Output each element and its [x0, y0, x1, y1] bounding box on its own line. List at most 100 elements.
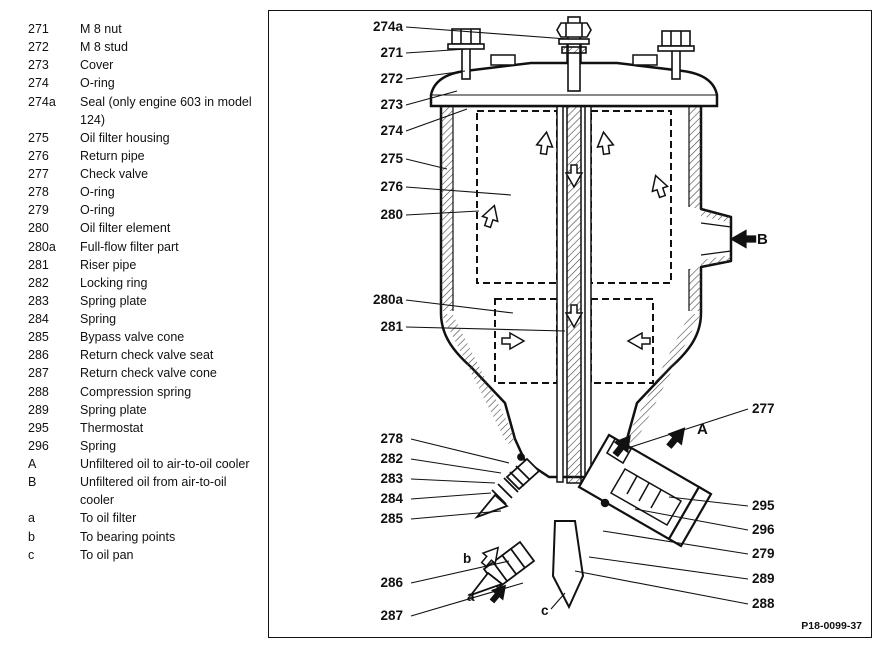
- oil-pan-outlet: [551, 520, 585, 610]
- legend-label: Riser pipe: [80, 257, 137, 272]
- callout-281: 281: [380, 319, 403, 334]
- legend-key: 276: [28, 148, 49, 163]
- callout-275: 275: [380, 151, 403, 166]
- legend-key: 296: [28, 438, 49, 453]
- callout-280a: 280a: [372, 292, 403, 307]
- legend-label: O-ring: [80, 185, 115, 200]
- legend-row: 281 Riser pipe: [28, 256, 262, 274]
- legend-key: 278: [28, 185, 49, 200]
- callout-277: 277: [752, 401, 775, 416]
- legend-row: 271 M 8 nut: [28, 20, 262, 38]
- legend-row: 289 Spring plate: [28, 401, 262, 419]
- legend-key: 280a: [28, 239, 56, 254]
- flow-label-A: A: [697, 421, 708, 438]
- callout-282: 282: [380, 451, 403, 466]
- legend-row: A Unfiltered oil to air-to-oil cooler: [28, 455, 262, 473]
- legend-label: M 8 stud: [80, 40, 128, 55]
- legend-row: 287 Return check valve cone: [28, 364, 262, 382]
- callout-285: 285: [380, 511, 403, 526]
- legend-key: B: [28, 475, 37, 490]
- legend-key: a: [28, 511, 35, 526]
- legend-label: Spring: [80, 438, 117, 453]
- legend-key: 277: [28, 167, 49, 181]
- legend-key: 289: [28, 402, 49, 417]
- legend-label: Compression spring: [80, 384, 192, 399]
- legend-label: Spring plate: [80, 293, 147, 308]
- legend-row: 277 Check valve: [28, 165, 262, 183]
- diagram-panel: 274a 271 272 273 274 275 276 280 280a 28…: [268, 10, 872, 638]
- legend-key: A: [28, 457, 37, 471]
- legend-key: 284: [28, 312, 49, 326]
- legend-row: 284 Spring: [28, 310, 262, 328]
- legend-row: 285 Bypass valve cone: [28, 328, 262, 346]
- callout-296: 296: [752, 522, 775, 537]
- legend-row: a To oil filter: [28, 509, 262, 527]
- legend-row: 288 Compression spring: [28, 383, 262, 401]
- callout-274: 274: [380, 123, 403, 138]
- legend-key: 285: [28, 330, 49, 345]
- legend-row: 274a Seal (only engine 603 in model 124): [28, 93, 262, 129]
- legend-row: 278 O-ring: [28, 183, 262, 201]
- legend-key: 288: [28, 384, 49, 399]
- drawing-number: P18-0099-37: [801, 620, 862, 632]
- legend-row: B Unfiltered oil from air-to-oil cooler: [28, 473, 262, 509]
- callout-288: 288: [752, 596, 775, 611]
- legend-label: O-ring: [80, 76, 115, 91]
- legend-label: Return check valve seat: [80, 348, 214, 363]
- flow-label-B: B: [757, 231, 768, 248]
- return-check-valve-assembly: [468, 540, 536, 597]
- legend-key: 273: [28, 58, 49, 73]
- parts-legend: 271 M 8 nut 272 M 8 stud 273 Cover 274 O…: [28, 20, 262, 564]
- legend-row: 276 Return pipe: [28, 147, 262, 165]
- legend-row: 283 Spring plate: [28, 292, 262, 310]
- bypass-valve-assembly: [474, 453, 541, 519]
- legend-row: 296 Spring: [28, 437, 262, 455]
- legend-row: 280 Oil filter element: [28, 219, 262, 237]
- legend-key: 274: [28, 76, 49, 91]
- legend-label: Oil filter element: [80, 221, 171, 236]
- thermostat: [600, 467, 683, 527]
- legend-key: 282: [28, 275, 49, 290]
- housing-inner-wall: [452, 106, 732, 311]
- legend-key: 274a: [28, 94, 56, 109]
- legend-label: Return check valve cone: [80, 366, 217, 381]
- callout-279: 279: [752, 546, 775, 561]
- legend-label: Thermostat: [80, 420, 144, 435]
- legend-label: Seal (only engine 603 in model 124): [80, 94, 252, 127]
- legend-key: 280: [28, 221, 49, 236]
- legend-key: 272: [28, 40, 49, 55]
- callout-295: 295: [752, 498, 775, 513]
- legend-key: 287: [28, 366, 49, 381]
- center-stud-and-seal: [556, 16, 592, 92]
- legend-label: To oil filter: [80, 511, 137, 526]
- legend-label: Cover: [80, 58, 114, 73]
- housing-wall-hatching: [441, 106, 731, 444]
- legend-row: 279 O-ring: [28, 201, 262, 219]
- legend-label: Unfiltered oil to air-to-oil cooler: [80, 457, 250, 471]
- legend-row: 282 Locking ring: [28, 274, 262, 292]
- callout-280: 280: [380, 207, 403, 222]
- legend-label: Return pipe: [80, 148, 145, 163]
- legend-label: Check valve: [80, 167, 149, 181]
- legend-label: Spring plate: [80, 402, 147, 417]
- legend-key: 275: [28, 130, 49, 145]
- callout-283: 283: [380, 471, 403, 486]
- legend-row: 274 O-ring: [28, 74, 262, 92]
- flow-label-c: c: [541, 603, 549, 618]
- legend-key: 286: [28, 348, 49, 363]
- callout-272: 272: [380, 71, 403, 86]
- flow-label-a: a: [467, 589, 475, 604]
- legend-key: 283: [28, 293, 49, 308]
- legend-row: c To oil pan: [28, 546, 262, 564]
- callout-289: 289: [752, 571, 775, 586]
- callout-271: 271: [380, 45, 403, 60]
- legend-key: c: [28, 547, 35, 562]
- m8-stud-and-nut-right: [657, 30, 695, 80]
- callout-276: 276: [380, 179, 403, 194]
- legend-key: b: [28, 529, 35, 544]
- legend-row: b To bearing points: [28, 528, 262, 546]
- callout-278: 278: [380, 431, 403, 446]
- legend-label: To bearing points: [80, 529, 176, 544]
- m8-stud-and-nut-left: [447, 28, 485, 80]
